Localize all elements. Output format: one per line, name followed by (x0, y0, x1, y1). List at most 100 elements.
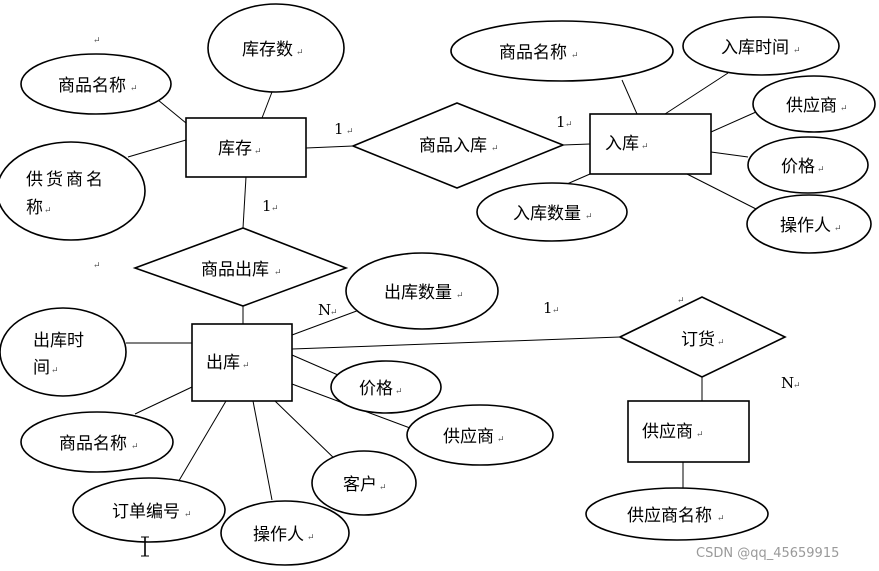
attr-stock-out-time-line2: 间 (33, 358, 50, 378)
attr-stock-out-quantity: 出库数量 ↵ (345, 252, 499, 330)
return-mark: ↵ (565, 120, 573, 130)
edge-stock-out-price (291, 354, 339, 376)
attr-stock-out-supplier: 供应商 ↵ (406, 404, 554, 466)
attr-stock-in-price: 价格 ↵ (747, 136, 869, 194)
attr-stock-in-time: 入库时间 ↵ (682, 16, 840, 76)
attr-stock-in-price-label: 价格 (781, 157, 815, 177)
entity-stock-in: 入库 ↵ (589, 113, 712, 175)
return-mark: ↵ (641, 142, 649, 152)
attr-stock-out-product-name-label: 商品名称 (59, 434, 127, 454)
edge-stock-in-quantity (566, 173, 591, 185)
watermark: CSDN @qq_45659915 (696, 546, 839, 561)
entity-inventory: 库存 ↵ (185, 117, 307, 178)
relationship-order-label: 订货 (681, 330, 715, 350)
return-mark: ↵ (585, 212, 593, 222)
return-mark: ↵ (254, 147, 262, 157)
return-mark: ↵ (497, 435, 505, 445)
attr-stock-out-order-no-label: 订单编号 (112, 502, 180, 522)
return-mark: ↵ (242, 361, 250, 371)
attr-supplier-name-label: 供应商名称 (627, 506, 712, 526)
return-mark: ↵ (491, 144, 499, 154)
attr-inventory-product-name-label: 商品名称 (58, 76, 126, 96)
edge-stock-out-quantity (291, 308, 363, 336)
entity-supplier: 供应商 ↵ (627, 400, 750, 463)
edge-stock-in-time (664, 72, 729, 115)
return-mark: ↵ (307, 533, 315, 543)
attr-stock-in-quantity-label: 入库数量 (513, 204, 581, 224)
entity-supplier-label: 供应商 (642, 422, 693, 442)
return-mark: ↵ (51, 366, 59, 376)
return-mark: ↵ (296, 48, 304, 58)
attr-inventory-stock-qty-label: 库存数 (242, 40, 293, 60)
edge-inventory-product-name (157, 99, 187, 124)
return-mark: ↵ (131, 442, 139, 452)
edge-stock-in-price (710, 151, 749, 158)
attr-inventory-product-name: 商品名称 ↵ (20, 53, 172, 115)
edge-stock-out-product-name (134, 386, 193, 415)
return-mark: ↵ (456, 291, 464, 301)
cardinalities: 1 ↵ 1 ↵ 1 ↵ N ↵ 1 ↵ N ↵ (262, 113, 801, 392)
cardinality-stock-out-n: N (318, 301, 331, 319)
return-mark: ↵ (717, 514, 725, 524)
attr-stock-out-product-name: 商品名称 ↵ (20, 411, 174, 473)
relationship-product-stock-in: 商品入库 ↵ (350, 102, 566, 189)
attr-stock-in-supplier: 供应商 ↵ (752, 75, 876, 133)
attr-stock-out-supplier-label: 供应商 (443, 427, 494, 447)
return-mark: ↵ (840, 104, 848, 114)
attr-stock-in-operator: 操作人 ↵ (746, 194, 872, 254)
edge-inventory-stock-out-rel (242, 176, 247, 229)
cardinality-order-one: 1 (543, 299, 553, 317)
attr-stock-out-price: 价格 ↵ (330, 360, 442, 414)
return-mark: ↵ (330, 308, 338, 318)
attr-inventory-stock-qty: 库存数 ↵ (207, 3, 345, 93)
attr-inventory-supplier-name-line2: 称 (26, 198, 43, 218)
edge-stock-out-customer (274, 400, 340, 464)
return-mark: ↵ (130, 84, 138, 94)
edge-stock-in-rel-entity (562, 143, 591, 146)
return-mark: ↵ (44, 206, 52, 216)
attr-stock-out-customer-label: 客户 (343, 475, 377, 495)
attr-stock-in-operator-label: 操作人 (780, 216, 831, 236)
attr-stock-in-supplier-label: 供应商 (786, 96, 837, 116)
return-mark: ↵ (395, 387, 403, 397)
edge-stock-in-operator (686, 173, 761, 212)
return-mark: ↵ (677, 296, 685, 306)
attr-inventory-supplier-name-line1: 供货商名 (26, 170, 106, 190)
edge-inventory-supplier-name (127, 139, 187, 158)
connectors (126, 72, 761, 501)
text-cursor (141, 536, 149, 557)
return-mark: ↵ (552, 306, 560, 316)
return-mark: ↵ (274, 268, 282, 278)
attr-stock-in-quantity: 入库数量 ↵ (476, 182, 628, 242)
edge-stock-in-product-name (621, 79, 638, 115)
relationship-order: 订货 ↵ (618, 296, 787, 378)
edge-inventory-stock-in-rel (305, 145, 354, 149)
return-mark: ↵ (379, 483, 387, 493)
attr-stock-out-price-label: 价格 (359, 379, 393, 399)
attr-inventory-supplier-name: 供货商名 称 ↵ (0, 141, 146, 241)
edge-inventory-stock-qty (261, 91, 273, 119)
return-mark: ↵ (793, 381, 801, 391)
attr-supplier-name: 供应商名称 ↵ (585, 487, 769, 541)
edge-stock-out-order-no (176, 400, 227, 485)
return-mark: ↵ (184, 510, 192, 520)
cardinality-inventory-out-top: 1 (262, 197, 272, 215)
return-mark: ↵ (793, 46, 801, 56)
attr-stock-out-customer: 客户 ↵ (311, 450, 417, 516)
relationship-product-stock-out: 商品出库 ↵ (132, 227, 349, 307)
attr-stock-out-operator: 操作人 ↵ (220, 500, 350, 566)
cardinality-inventory-in-left: 1 (334, 120, 344, 138)
edge-stock-in-supplier (710, 111, 757, 133)
entity-stock-out-label: 出库 (206, 353, 240, 373)
return-mark: ↵ (271, 204, 279, 214)
return-mark: ↵ (571, 51, 579, 61)
return-mark: ↵ (93, 261, 101, 271)
entity-stock-in-label: 入库 (605, 134, 639, 154)
attr-stock-out-time: 出库时 间 ↵ (0, 307, 127, 397)
attr-stock-in-product-name-label: 商品名称 (499, 43, 567, 63)
return-mark: ↵ (834, 224, 842, 234)
cardinality-order-n: N (781, 374, 794, 392)
relationship-product-stock-in-label: 商品入库 (419, 136, 487, 156)
attr-stock-out-operator-label: 操作人 (253, 525, 304, 545)
